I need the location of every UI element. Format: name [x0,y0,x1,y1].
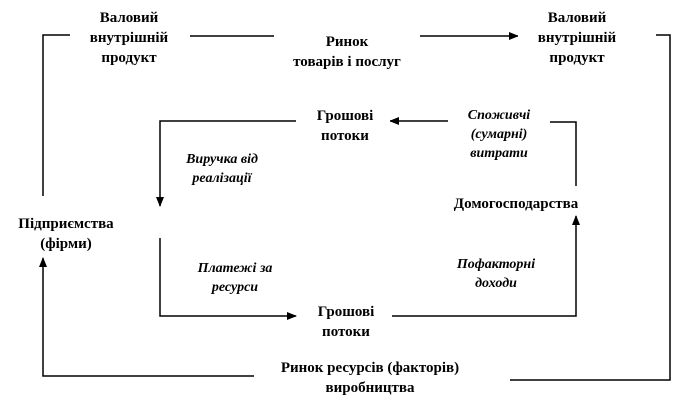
sales-revenue-label: Виручка від реалізації [170,150,274,188]
gdp-right-label: Валовий внутрішній продукт [518,8,636,68]
resource-market-label: Ринок ресурсів (факторів) виробництва [254,358,486,398]
arrow-households-to-money [546,121,577,186]
money-flows-bottom-label: Грошові потоки [300,302,392,342]
arrow-money-to-households [392,215,580,317]
arrow-resource-market-to-firms [39,257,262,377]
arrow-firms-to-money [159,238,297,320]
households-label: Домогосподарства [432,194,600,214]
consumer-spending-label: Споживчі (сумарні) витрати [448,106,550,163]
factor-income-label: Пофакторні доходи [438,255,554,293]
arrow-gdp-to-resource-market [510,34,671,381]
arrow-firms-to-gdp [42,34,72,196]
money-flows-top-label: Грошові потоки [300,106,390,146]
arrow-money-to-firms [156,120,296,207]
gdp-left-label: Валовий внутрішній продукт [70,8,188,68]
resource-payments-label: Платежі за ресурси [182,259,288,297]
firms-label: Підприємства (фірми) [4,214,128,254]
goods-market-label: Ринок товарів і послуг [274,32,420,72]
